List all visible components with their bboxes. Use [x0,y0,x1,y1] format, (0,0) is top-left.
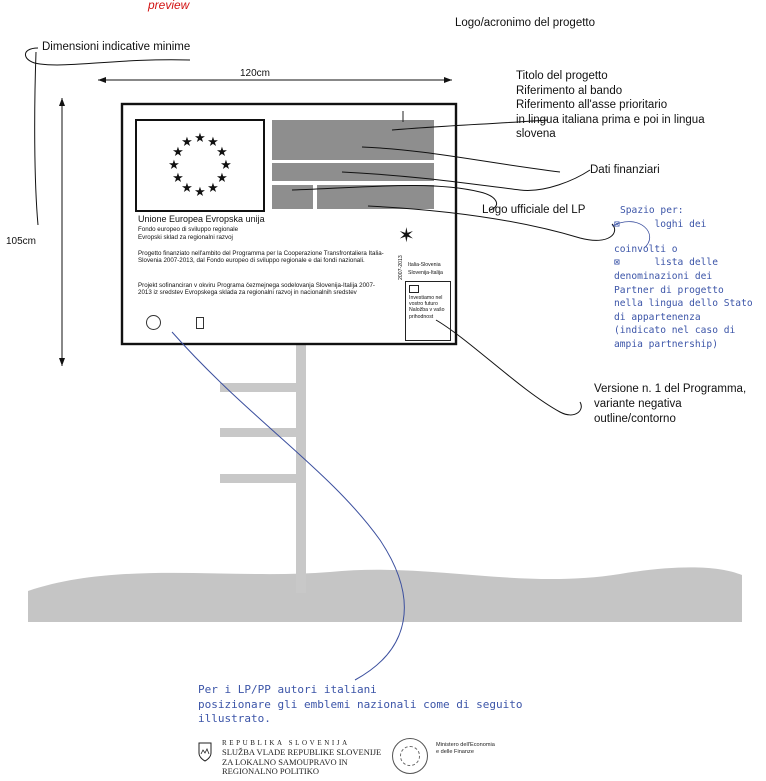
eu-star: ★ [194,131,206,146]
project-title-label: Titolo del progetto Riferimento al bando… [516,70,705,141]
space-for-item2: ⊠ lista delle [614,257,718,268]
eu-star: ★ [194,185,206,200]
space-for-item1b: coinvolti o [614,244,678,255]
space-for-heading: Spazio per: [620,205,684,216]
eu-star: ★ [181,181,193,196]
eu-star: ★ [220,158,232,173]
programme-box: Investiamo nel vostro futuro Naložba v v… [405,281,451,341]
title-placeholder [272,120,434,160]
programme-box-text: Investiamo nel vostro futuro Naložba v v… [409,295,445,320]
post-bar-bottom [220,474,306,483]
italian-republic-emblem-icon [392,738,428,774]
eu-star: ★ [207,181,219,196]
width-label: 120cm [240,68,271,79]
note-leader [171,331,405,681]
lp-logo-leader [291,185,498,211]
eu-star: ★ [207,135,219,150]
post-bar-top [220,383,306,392]
space-for-item1: ⊠ loghi dei [614,219,707,230]
eu-subtitle-sl: Evropski sklad za regionalni razvoj [138,234,233,241]
eu-star: ★ [216,171,228,186]
checkbox-icon: ⊠ [614,257,620,268]
eu-title: Unione Europea Evropska unija [138,214,265,224]
eu-star: ★ [181,135,193,150]
eu-flag-box [135,119,265,212]
sign-post [296,343,306,593]
partners-placeholder [317,185,434,209]
lp-logo-label: Logo ufficiale del LP [482,204,586,216]
version-label: Versione n. 1 del Programma, variante ne… [594,383,747,425]
title-leader [391,119,549,131]
flag-icon [409,285,419,293]
programme-year: 2007-2013 [398,255,404,280]
height-label: 105cm [6,236,37,247]
dimensions-leader [25,47,191,66]
eu-star: ★ [172,171,184,186]
eu-star: ★ [172,145,184,160]
programme-logo-icon: ✶ [398,225,415,247]
programme-name-it: Italia-Slovenia [408,262,441,268]
programme-name-sl: Slovenija-Italija [408,270,443,276]
eu-star: ★ [216,145,228,160]
eu-subtitle-it: Fondo europeo di sviluppo regionale [138,226,239,233]
space-leader [611,221,650,249]
min-dimensions-label: Dimensioni indicative minime [42,41,191,53]
preview-watermark: preview [148,0,190,12]
italian-ministry-label: Ministero dell'Economia e delle Finanze [436,742,495,755]
funding-text-sl: Projekt sofinanciran v okviru Programa č… [138,282,375,297]
space-for-rest: denominazioni dei Partner di progetto ne… [614,271,753,350]
italian-partners-note: Per i LP/PP autori italiani posizionare … [198,683,523,726]
financial-data-label: Dati finanziari [590,164,660,176]
italian-emblem-icon [146,315,161,330]
slovenian-service-emblem: REPUBLIKA SLOVENIJA SLUŽBA VLADE REPUBLI… [222,739,382,776]
slovenian-coat-of-arms-icon [198,742,212,767]
partners-leader [367,205,616,241]
financial-leader [341,169,591,191]
financial-placeholder [272,163,434,181]
checkbox-icon: ⊠ [614,219,620,230]
eu-star: ★ [168,158,180,173]
post-bar-middle [220,428,306,437]
logo-acronym-label: Logo/acronimo del progetto [455,17,596,29]
slovenian-emblem-icon [196,317,204,329]
title-leader-2 [361,146,561,173]
funding-text-it: Progetto finanziato nell'ambito del Prog… [138,250,384,265]
height-label-leader [34,51,39,226]
version-leader [435,319,582,416]
ground [28,567,742,622]
